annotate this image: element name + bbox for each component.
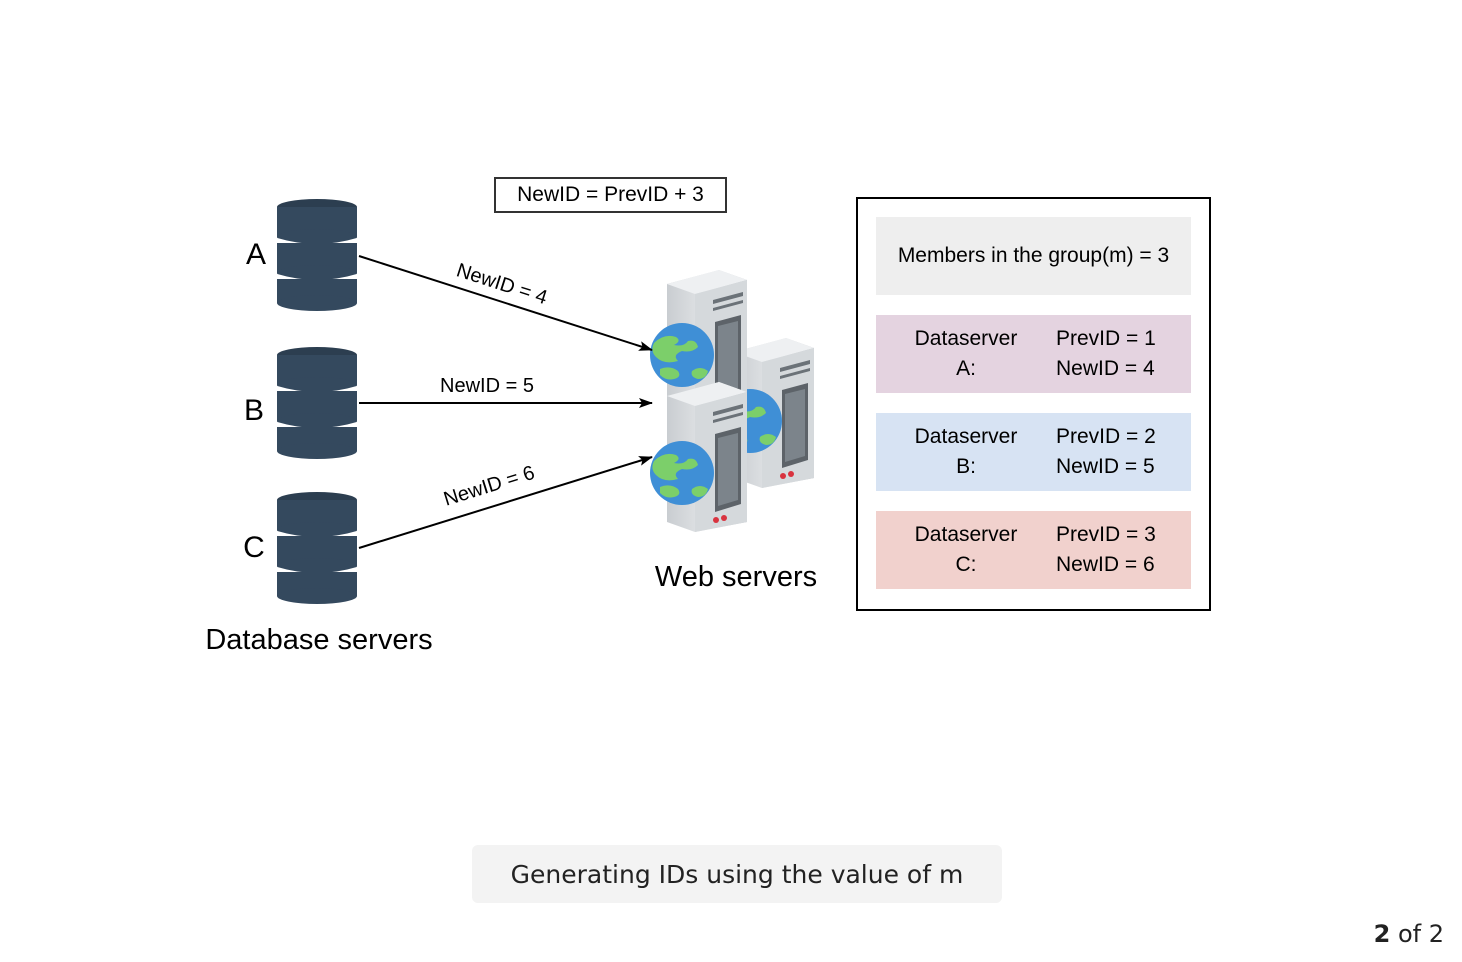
arrow-a: [358, 255, 653, 351]
web-servers-label: Web servers: [655, 561, 817, 593]
members-count-box: Members in the group(m) = 3: [876, 217, 1191, 295]
dataserver-c-values: PrevID = 3 NewID = 6: [1056, 520, 1191, 580]
dataserver-c-new-id: NewID = 6: [1056, 553, 1155, 576]
database-server-a: [276, 198, 358, 312]
formula-box: NewID = PrevID + 3: [494, 177, 727, 213]
arrow-label-b: NewID = 5: [440, 375, 534, 397]
db-label-a: A: [246, 238, 266, 271]
dataserver-a-values: PrevID = 1 NewID = 4: [1056, 324, 1191, 384]
dataserver-b-box: Dataserver B: PrevID = 2 NewID = 5: [876, 413, 1191, 491]
dataserver-b-name-line1: Dataserver: [914, 425, 1018, 448]
dataserver-a-box: Dataserver A: PrevID = 1 NewID = 4: [876, 315, 1191, 393]
dataserver-a-name: Dataserver A:: [876, 324, 1056, 384]
web-server-bottom: [650, 382, 747, 532]
dataserver-a-name-line1: Dataserver: [914, 327, 1018, 350]
dataserver-a-prev-id: PrevID = 1: [1056, 327, 1156, 350]
dataserver-c-name-line1: Dataserver: [914, 523, 1018, 546]
slide-pager: 2 of 2: [1374, 920, 1444, 948]
database-server-b: [276, 346, 358, 460]
pager-total: of 2: [1397, 920, 1444, 948]
dataserver-a-name-line2: A:: [956, 357, 976, 380]
dataserver-c-name: Dataserver C:: [876, 520, 1056, 580]
slide-caption: Generating IDs using the value of m: [472, 845, 1002, 903]
dataserver-b-name-line2: B:: [956, 455, 976, 478]
dataserver-b-new-id: NewID = 5: [1056, 455, 1155, 478]
pager-current: 2: [1373, 920, 1391, 948]
arrow-label-c: NewID = 6: [441, 462, 537, 511]
arrow-c: [358, 456, 653, 549]
database-servers-label: Database servers: [205, 624, 432, 656]
dataserver-c-prev-id: PrevID = 3: [1056, 523, 1156, 546]
db-label-c: C: [243, 531, 265, 564]
db-label-b: B: [244, 394, 264, 427]
dataserver-c-box: Dataserver C: PrevID = 3 NewID = 6: [876, 511, 1191, 589]
database-server-c: [276, 491, 358, 605]
dataserver-b-prev-id: PrevID = 2: [1056, 425, 1156, 448]
dataserver-a-new-id: NewID = 4: [1056, 357, 1155, 380]
dataserver-c-name-line2: C:: [955, 553, 977, 576]
dataserver-b-name: Dataserver B:: [876, 422, 1056, 482]
dataserver-b-values: PrevID = 2 NewID = 5: [1056, 422, 1191, 482]
